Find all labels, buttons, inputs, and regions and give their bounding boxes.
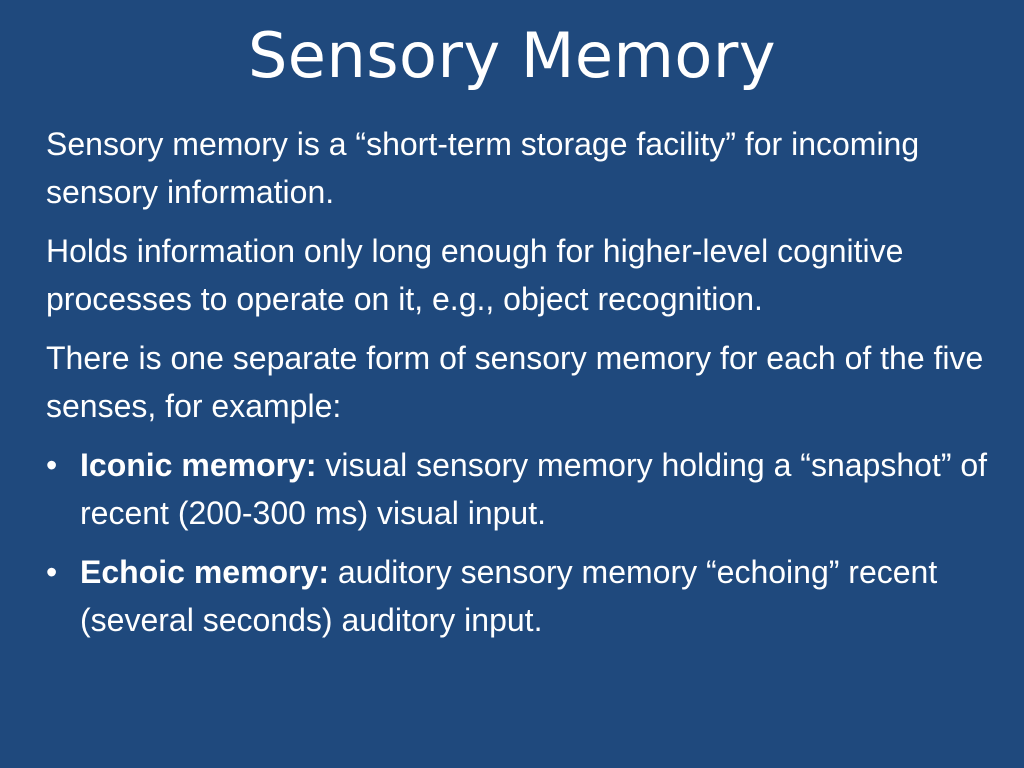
paragraph-forms: There is one separate form of sensory me… [46,340,984,424]
bullet-text-echoic: auditory sensory memory “echoing” recent… [80,554,938,638]
bullet-text-iconic: visual sensory memory holding a “snapsho… [80,447,988,531]
paragraph-purpose: Holds information only long enough for h… [46,233,904,317]
bullet-echoic-memory: • Echoic memory: auditory sensory memory… [46,548,996,644]
term-iconic-memory: Iconic memory: [80,447,317,483]
slide-body: Sensory memory is a “short-term storage … [46,120,996,655]
bullet-iconic-memory: • Iconic memory: visual sensory memory h… [46,441,996,537]
term-echoic-memory: Echoic memory: [80,554,329,590]
paragraph-definition: Sensory memory is a “short-term storage … [46,126,920,210]
slide-title: Sensory Memory [247,19,777,92]
bullet-dot-icon: • [46,447,58,483]
bullet-dot-icon: • [46,554,58,590]
